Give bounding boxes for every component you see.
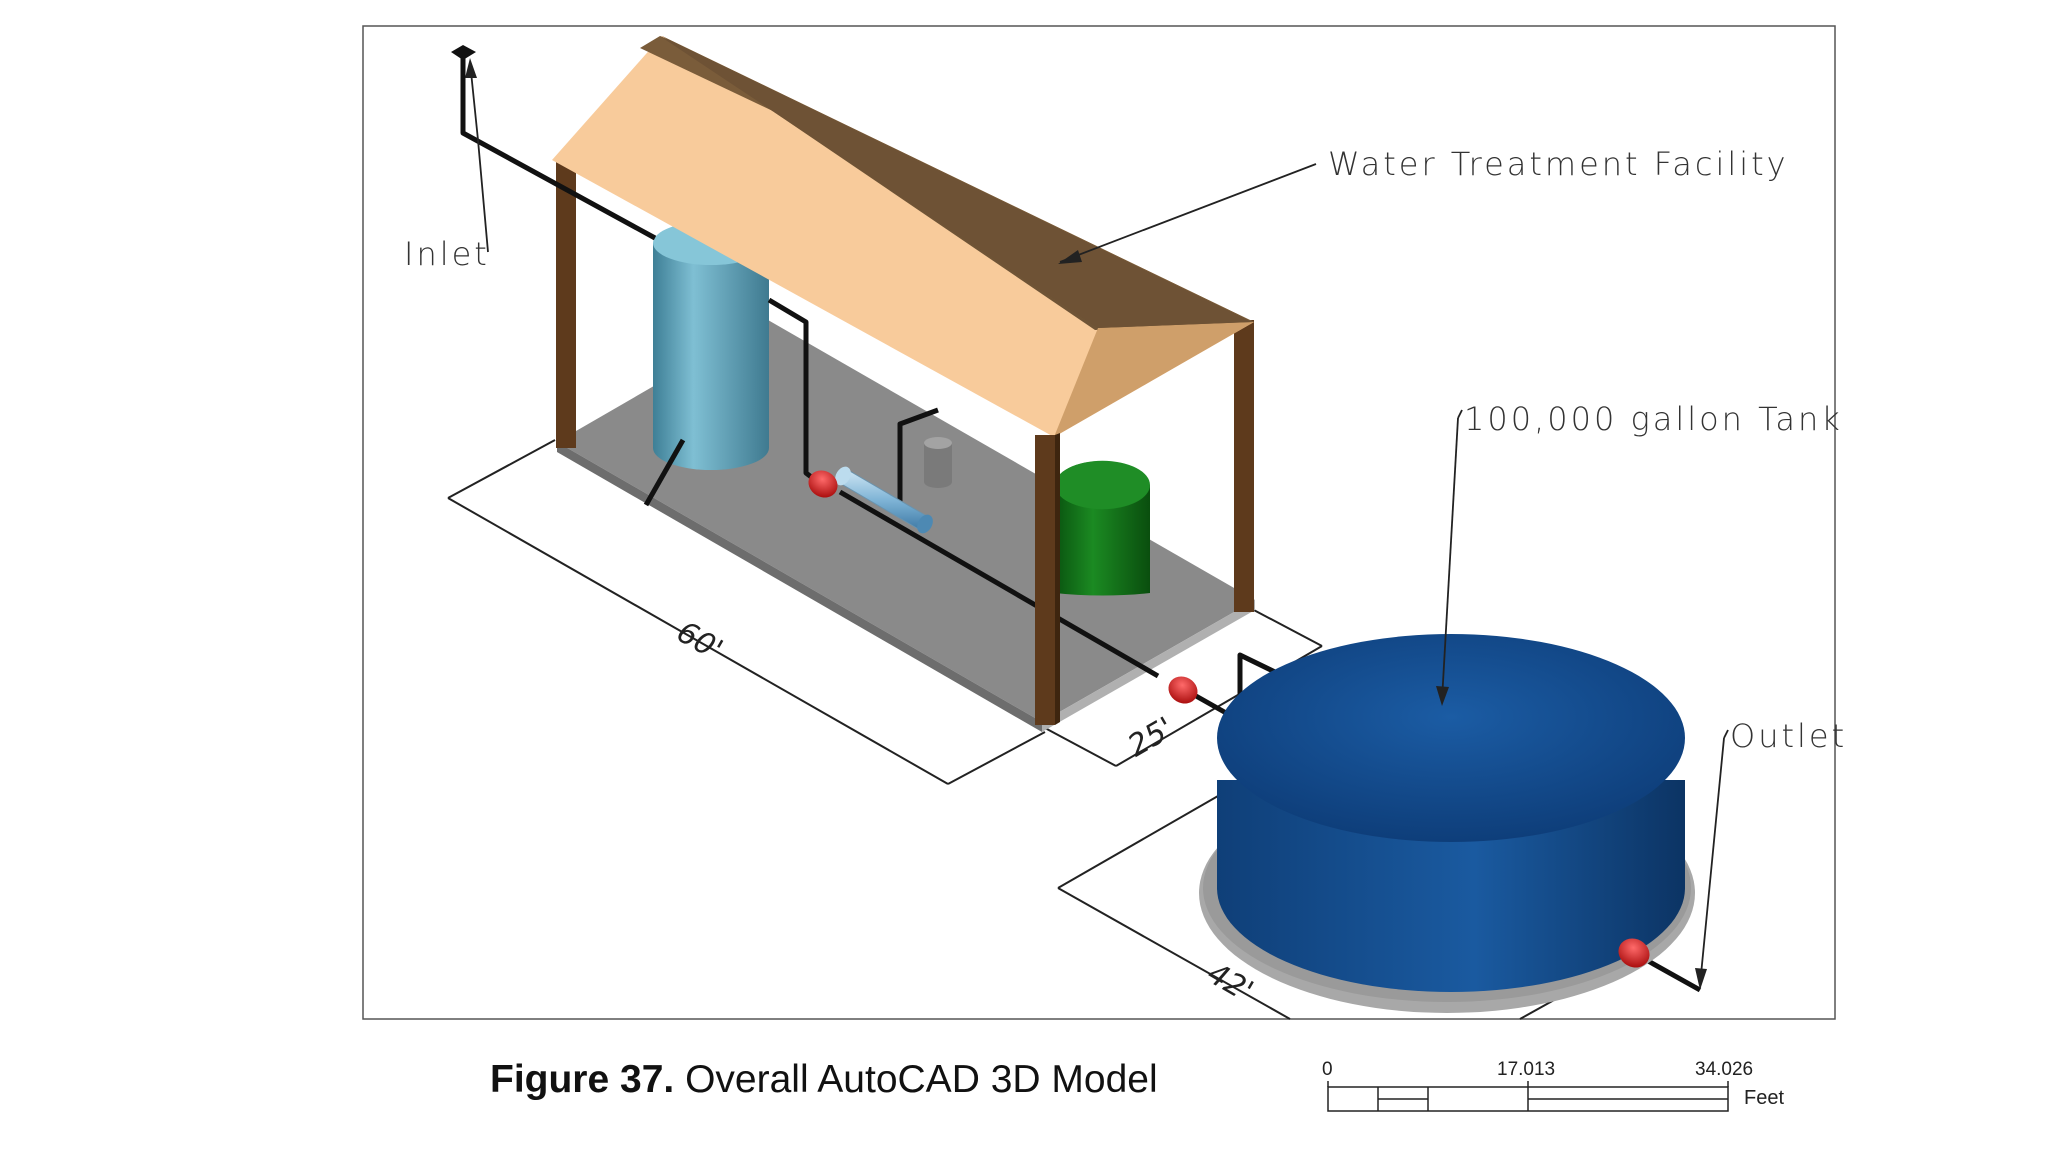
label-outlet: Outlet <box>1730 717 1847 755</box>
label-inlet: Inlet <box>404 235 490 273</box>
dimension-60ft <box>447 439 1046 785</box>
leader-arrow-tank <box>1436 686 1449 706</box>
label-water-treatment-facility: Water Treatment Facility <box>1328 145 1789 183</box>
scale-tick-2: 34.026 <box>1695 1059 1753 1080</box>
post-front-left-side <box>1055 433 1060 725</box>
uv-reactor <box>835 466 933 534</box>
post-back-right <box>1234 320 1254 612</box>
figure-title: Overall AutoCAD 3D Model <box>685 1058 1158 1101</box>
leader-hook-tank <box>1457 409 1463 419</box>
leader-arrow-facility <box>1058 250 1082 264</box>
post-back-left <box>556 160 576 448</box>
post-front-left <box>1035 435 1055 725</box>
leader-lines <box>469 61 1725 986</box>
pavilion-roof <box>552 36 1254 437</box>
chlorine-canister <box>924 437 952 488</box>
label-tank: 100,000 gallon Tank <box>1464 400 1843 438</box>
leader-hook-outlet <box>1723 729 1729 739</box>
valve-2 <box>1168 676 1198 704</box>
scale-bar <box>1327 1081 1729 1112</box>
inlet-cap <box>451 45 476 60</box>
scale-units: Feet <box>1744 1087 1784 1109</box>
figure-caption: Figure 37. Overall AutoCAD 3D Model <box>490 1058 1158 1102</box>
storage-tank-100000-gal <box>1199 634 1695 1013</box>
scale-tick-0: 0 <box>1322 1059 1333 1080</box>
green-storage-tank <box>1055 460 1150 596</box>
valve-1 <box>808 470 838 498</box>
scale-tick-1: 17.013 <box>1497 1059 1555 1080</box>
leader-arrow-inlet <box>465 58 477 78</box>
leader-arrow-outlet <box>1695 968 1707 990</box>
valve-outlet <box>1618 938 1650 968</box>
figure-number: Figure 37. <box>490 1058 675 1101</box>
